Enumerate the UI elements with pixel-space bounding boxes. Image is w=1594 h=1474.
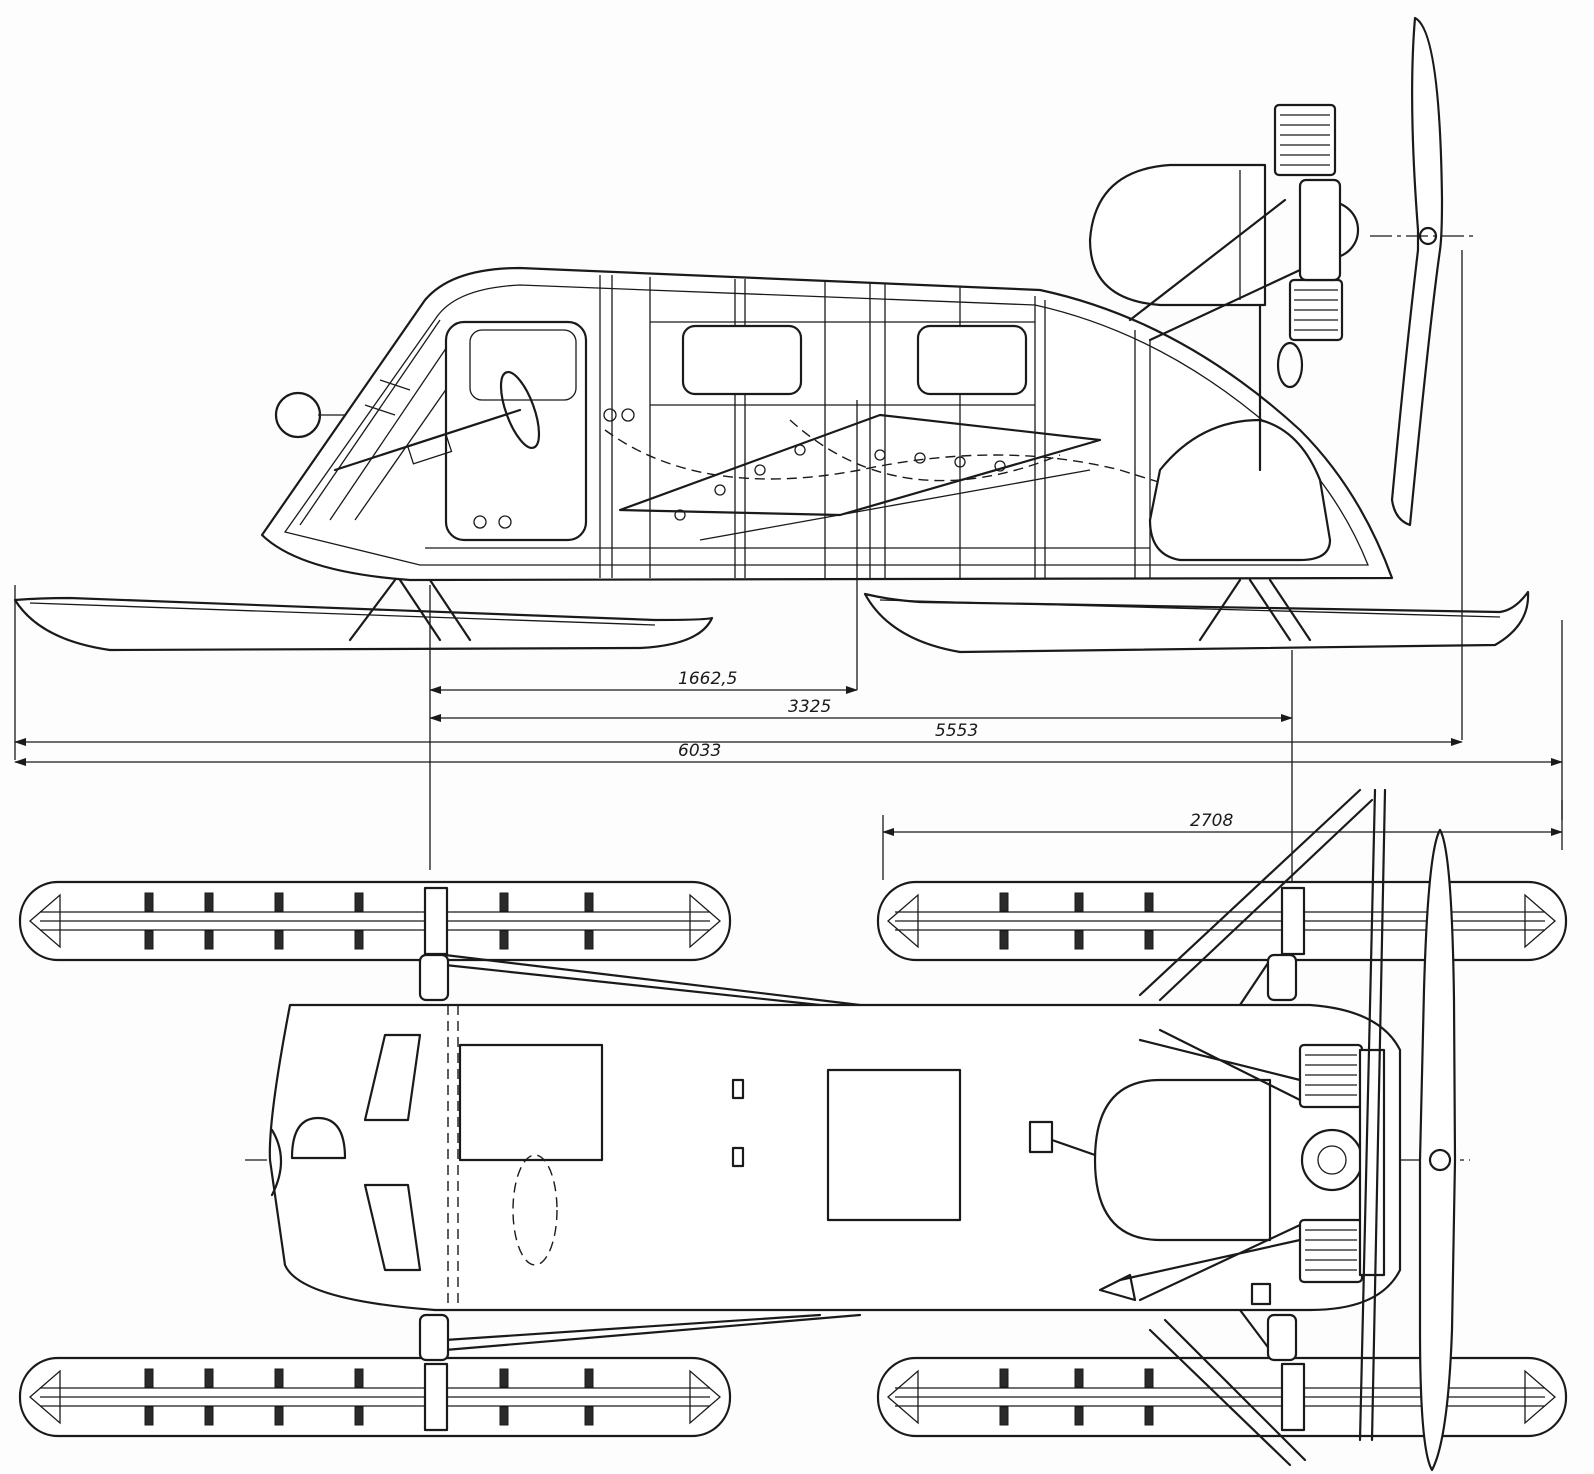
dim-label-5553: 5553 [935, 721, 978, 741]
top-tie-rods [443, 953, 1272, 1352]
top-engine-nacelle [1093, 1078, 1272, 1242]
rear-ski-side [863, 590, 1530, 654]
top-windshield-lower [363, 1183, 422, 1272]
suspension-springs [418, 953, 1298, 1362]
side-windscreen [299, 319, 471, 526]
top-engine [1298, 1043, 1386, 1284]
top-door [458, 1043, 604, 1162]
top-nose [270, 1128, 282, 1197]
top-ski-front-upper [18, 880, 732, 962]
steering-spring [407, 433, 453, 465]
top-rear-fittings [1098, 1273, 1272, 1306]
rear-ski-rail [879, 599, 1501, 618]
top-ski-rear-upper [876, 880, 1568, 962]
dim-label-2708: 2708 [1190, 811, 1233, 831]
side-dashed-curve-2 [789, 419, 1061, 482]
top-roof-hatch [826, 1068, 962, 1222]
dim-label-6033: 6033 [678, 741, 721, 761]
top-view [18, 788, 1568, 1472]
top-ski-rear-lower [876, 1356, 1568, 1438]
side-linkage-beam [618, 413, 1102, 517]
prop-hub-top [1428, 1148, 1452, 1172]
headlight-side [274, 391, 322, 439]
dim-label-1662: 1662,5 [678, 669, 737, 689]
top-engine-mounts [1118, 1028, 1302, 1302]
side-view [13, 16, 1530, 654]
exhaust-loop [1276, 341, 1304, 389]
engine-struts [1128, 198, 1302, 472]
engine-side [1273, 103, 1360, 342]
side-dashed-curve [604, 429, 1252, 524]
front-ski-rail [29, 602, 656, 626]
nacelle-link [1050, 1138, 1097, 1157]
propeller-side [1390, 16, 1444, 527]
rear-ski-strut [1198, 578, 1312, 642]
side-window-middle [681, 324, 803, 396]
front-ski-side [13, 596, 714, 652]
side-window-rear [916, 324, 1028, 396]
side-fittings [473, 408, 1006, 529]
side-frame-ribs [425, 275, 1151, 578]
top-ski-front-lower [18, 1356, 732, 1438]
top-windshield-upper [363, 1033, 422, 1122]
dim-label-3325: 3325 [788, 697, 831, 717]
side-fuel-tank [1148, 418, 1332, 562]
front-ski-strut [348, 578, 472, 642]
side-linkage-beam-2 [699, 469, 1091, 541]
top-diagonal-struts [1138, 788, 1387, 1467]
engine-nacelle [1088, 163, 1267, 307]
top-steering-dashed [512, 1154, 558, 1266]
dimension-lines: 1662,5 3325 5553 6033 2708 [14, 250, 1563, 900]
top-headlight-dome [290, 1116, 347, 1160]
side-window-door [444, 320, 588, 542]
side-window-front-glass [469, 329, 577, 401]
side-body-inner-outline [283, 284, 1369, 566]
top-fittings [731, 1078, 1054, 1168]
